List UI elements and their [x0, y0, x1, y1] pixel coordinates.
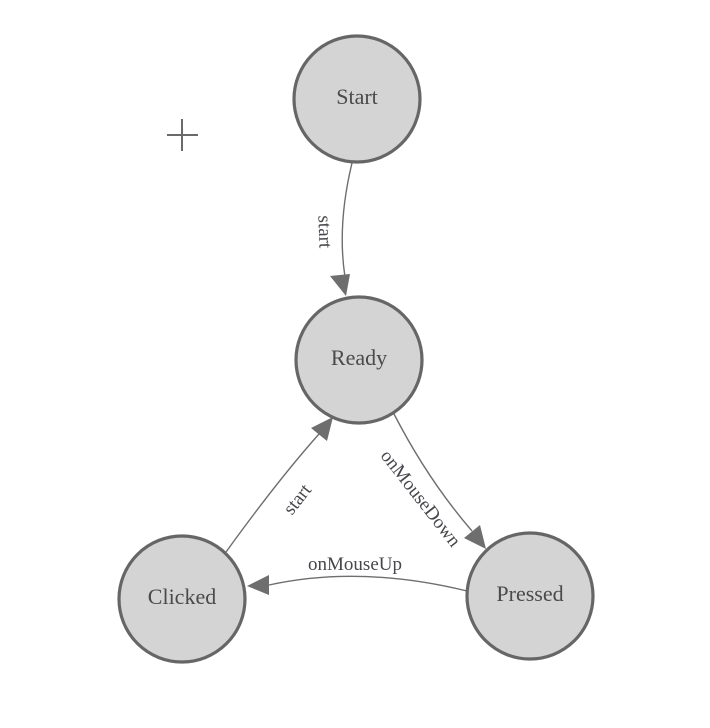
arrowhead-icon — [311, 417, 333, 441]
state-node-ready[interactable]: Ready — [294, 295, 424, 425]
transition-line[interactable] — [341, 162, 353, 278]
transition-clicked-to-ready[interactable]: start — [225, 417, 333, 553]
transition-line[interactable] — [225, 433, 320, 553]
transition-line[interactable] — [393, 413, 473, 532]
transition-pressed-to-clicked[interactable]: onMouseUp — [247, 554, 468, 595]
transition-label: onMouseUp — [308, 554, 402, 575]
state-label: Ready — [331, 345, 387, 370]
state-node-start[interactable]: Start — [292, 34, 422, 164]
state-label: Start — [336, 84, 378, 109]
transition-ready-to-pressed[interactable]: onMouseDown — [376, 413, 486, 552]
origin-crosshair-icon — [167, 119, 198, 151]
arrowhead-icon — [464, 525, 486, 549]
state-node-pressed[interactable]: Pressed — [465, 531, 595, 661]
arrowhead-icon — [247, 575, 269, 595]
state-circle[interactable] — [117, 534, 247, 664]
arrowhead-icon — [330, 274, 350, 296]
transition-label: start — [313, 215, 335, 249]
transition-line[interactable] — [268, 575, 468, 592]
state-label: Clicked — [148, 584, 216, 609]
transition-start-to-ready[interactable]: start — [313, 162, 353, 296]
state-circle[interactable] — [465, 531, 595, 661]
state-node-clicked[interactable]: Clicked — [117, 534, 247, 664]
state-label: Pressed — [496, 581, 563, 606]
state-circle[interactable] — [294, 295, 424, 425]
transition-label: start — [279, 480, 316, 519]
state-circle[interactable] — [292, 34, 422, 164]
